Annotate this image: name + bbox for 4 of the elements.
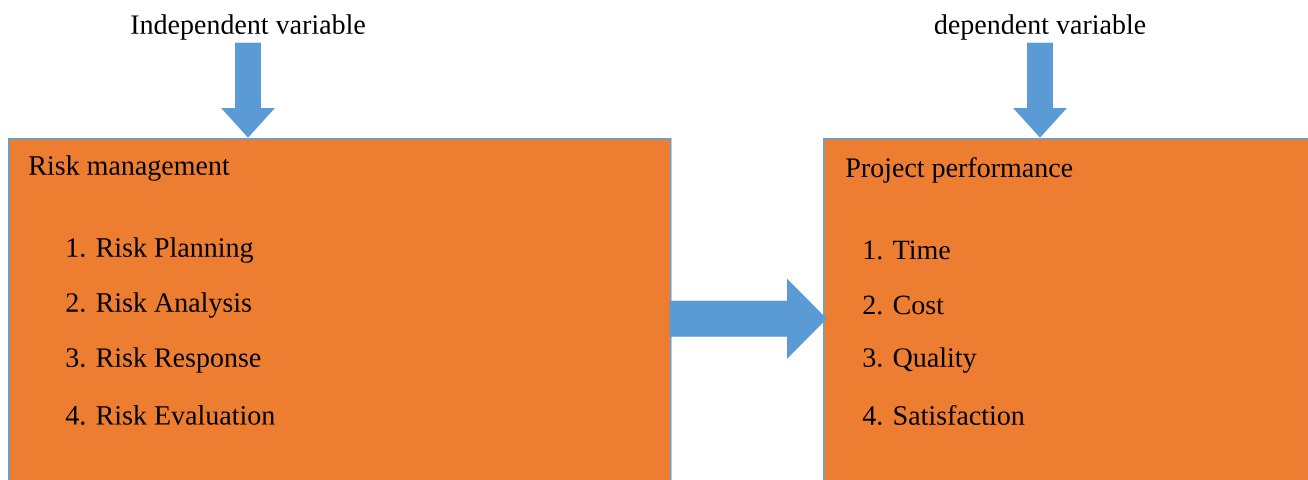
variable-box: Risk management 1. Risk Planning 2. Risk Analysis 3. Risk Response 4. Risk Evaluation [8,138,672,480]
variable-box: Project performance 1. Time 2. Cost 3. Quality 4. Satisfaction [823,138,1308,480]
variable-label: dependent variable [934,14,1146,40]
variable-label: Independent variable [131,14,365,40]
